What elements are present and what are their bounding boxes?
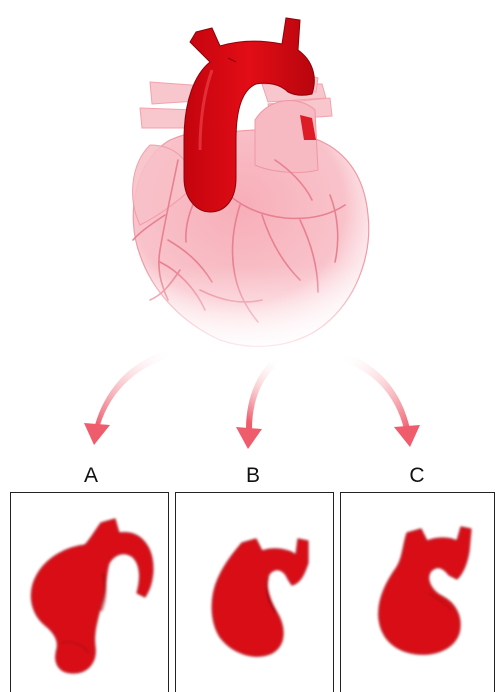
panel-c xyxy=(340,492,495,692)
curved-arrow-icon xyxy=(236,353,286,449)
aortic-aneurysm-root-icon xyxy=(11,493,169,692)
arrows-layer xyxy=(0,345,495,455)
label-b: B xyxy=(233,464,273,488)
panel-b xyxy=(175,492,334,692)
curved-arrow-icon xyxy=(84,350,172,445)
label-a: A xyxy=(71,464,111,488)
curved-arrow-icon xyxy=(342,353,420,447)
panel-a xyxy=(10,492,169,692)
label-c: C xyxy=(397,464,437,488)
aortic-aneurysm-ascending-icon xyxy=(176,493,334,692)
heart-illustration xyxy=(0,0,495,360)
aortic-aneurysm-arch-icon xyxy=(341,493,495,692)
